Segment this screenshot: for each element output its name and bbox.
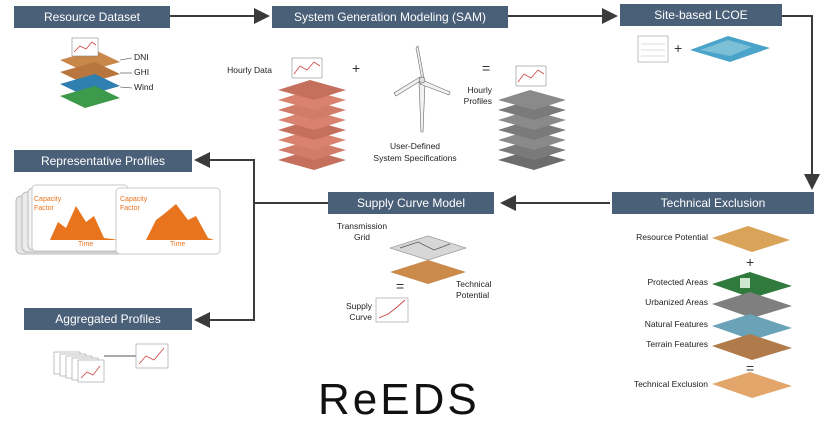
hourly-data-label: Hourly Data — [227, 65, 272, 75]
arrow-branch-to-representative — [194, 152, 255, 203]
factor-label-right: Factor — [120, 205, 140, 212]
layer-label-ghi: GHI — [134, 67, 150, 77]
supply-label: Supply — [346, 301, 372, 311]
diagram-graphics — [15, 8, 820, 398]
hourly-profiles-label-2: Profiles — [463, 96, 492, 106]
aggregated-profiles-box: Aggregated Profiles — [24, 308, 192, 330]
exclusion-layer-stack — [712, 226, 792, 398]
sam-plus-sign: + — [352, 60, 361, 76]
factor-label-left: Factor — [34, 205, 54, 212]
hourly-data-stack — [278, 57, 346, 170]
transmission-label: Transmission — [336, 221, 388, 231]
urbanized-areas-label: Urbanized Areas — [645, 297, 708, 307]
aggregated-profile-cards — [53, 343, 169, 383]
technical-exclusion-label: Technical Exclusion — [633, 379, 708, 389]
resource-dataset-box: Resource Dataset — [14, 6, 170, 28]
flow-arrows — [170, 8, 820, 328]
lcoe-icons — [637, 35, 770, 63]
protected-areas-label: Protected Areas — [647, 277, 708, 287]
capacity-label-left: Capacity — [34, 196, 62, 203]
hourly-profiles-label-1: Hourly — [467, 85, 492, 95]
natural-features-label: Natural Features — [644, 319, 708, 329]
exclusion-equals-sign: = — [746, 360, 755, 376]
representative-profiles-box: Representative Profiles — [14, 150, 192, 172]
reeds-watermark: ReEDS — [318, 375, 480, 424]
system-specs-label: System Specifications — [373, 153, 457, 163]
layer-label-wind: Wind — [134, 82, 154, 92]
potential-label: Potential — [456, 290, 490, 300]
time-label-left: Time — [78, 241, 94, 248]
resource-layer-stack — [60, 37, 133, 108]
arrow-lcoe-to-exclusion — [782, 15, 820, 190]
sam-equals-sign: = — [482, 60, 491, 76]
grid-label: Grid — [353, 232, 371, 242]
time-label-right: Time — [170, 241, 186, 248]
hourly-profiles-stack — [498, 65, 566, 170]
exclusion-plus-sign: + — [746, 254, 755, 270]
lcoe-plus-sign: + — [674, 40, 683, 56]
layer-label-dni: DNI — [134, 52, 149, 62]
wind-turbine — [393, 45, 451, 133]
user-defined-label: User-Defined — [389, 141, 441, 151]
arrow-branch-to-aggregated — [194, 203, 255, 328]
supply-curve-model-box: Supply Curve Model — [328, 192, 494, 214]
supply-curve-graphics — [375, 235, 467, 323]
site-lcoe-box: Site-based LCOE — [620, 4, 782, 26]
curve-label: Curve — [349, 312, 372, 322]
sam-box: System Generation Modeling (SAM) — [272, 6, 508, 28]
capacity-label-right: Capacity — [120, 196, 148, 203]
resource-potential-label: Resource Potential — [636, 232, 708, 242]
supply-equals-sign: = — [396, 278, 405, 294]
representative-profile-cards — [15, 184, 221, 255]
terrain-features-label: Terrain Features — [646, 339, 708, 349]
technical-label: Technical — [456, 279, 492, 289]
technical-exclusion-box: Technical Exclusion — [612, 192, 814, 214]
